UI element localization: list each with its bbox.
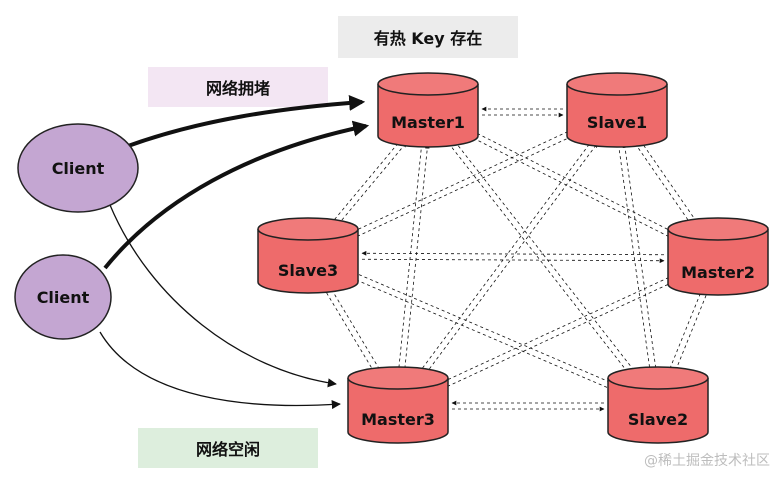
client-label: Client — [52, 159, 105, 178]
node-label: Master2 — [681, 263, 755, 282]
client-link-heavy — [103, 120, 370, 270]
gossip-link — [396, 143, 423, 375]
client-node: Client — [14, 254, 112, 340]
node-slave1: Slave1 — [566, 72, 668, 148]
client-links — [99, 94, 370, 410]
hot-key-label: 有热 Key 存在 — [338, 16, 518, 58]
gossip-link — [467, 135, 676, 241]
client-node: Client — [17, 123, 139, 213]
gossip-link — [333, 142, 407, 230]
gossip-link — [622, 143, 657, 374]
gossip-link — [470, 129, 679, 235]
node-label: Slave2 — [628, 410, 688, 429]
gossip-link — [361, 250, 665, 256]
node-master2: Master2 — [667, 217, 769, 296]
client-link-heavy — [127, 94, 366, 148]
gossip-link — [348, 128, 574, 234]
congestion-label: 网络拥堵 — [148, 67, 328, 107]
node-label: Master1 — [391, 113, 465, 132]
gossip-link — [361, 258, 665, 264]
gossip-link — [618, 144, 653, 375]
watermark: @稀土掘金技术社区 — [644, 453, 770, 469]
gossip-link — [351, 134, 577, 240]
node-label: Slave3 — [278, 261, 338, 280]
gossip-link — [417, 139, 594, 376]
node-master1: Master1 — [377, 72, 479, 148]
node-label: Slave1 — [587, 113, 647, 132]
gossip-link — [421, 142, 598, 379]
idle-label: 网络空闲 — [138, 428, 318, 468]
gossip-link — [441, 280, 678, 390]
node-slave2: Slave2 — [607, 366, 709, 444]
cluster-mesh-links — [323, 106, 709, 412]
client-link-light — [109, 204, 337, 388]
gossip-link — [673, 289, 709, 377]
gossip-link — [438, 274, 675, 384]
gossip-link — [323, 287, 378, 378]
gossip-link — [448, 142, 634, 380]
node-slave3: Slave3 — [257, 217, 359, 294]
gossip-link — [639, 139, 701, 227]
client-label: Client — [37, 288, 90, 307]
gossip-link — [328, 284, 383, 375]
gossip-link — [452, 138, 638, 376]
client-link-light — [99, 331, 341, 410]
gossip-link — [667, 287, 703, 375]
node-master3: Master3 — [347, 366, 449, 444]
gossip-link — [329, 138, 403, 226]
node-label: Master3 — [361, 410, 435, 429]
